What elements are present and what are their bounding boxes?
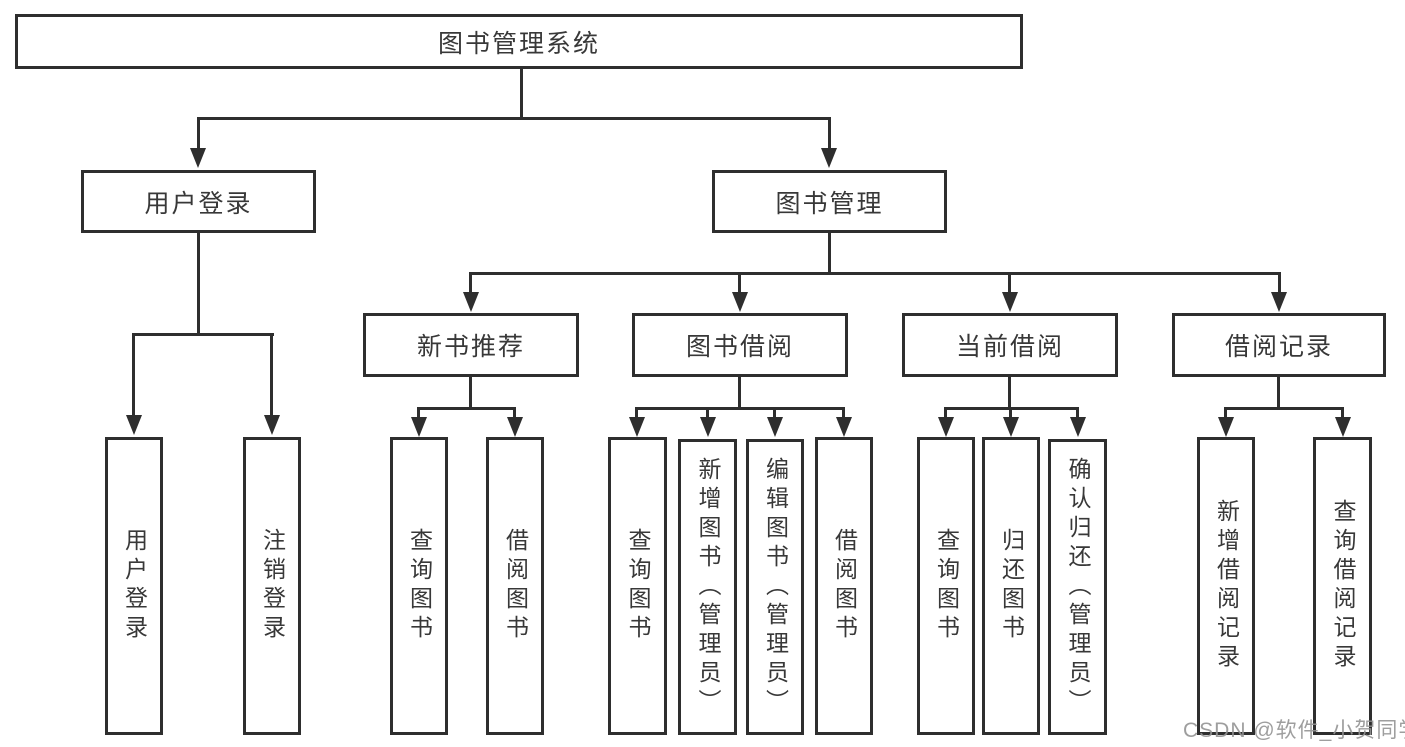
leaf-return-books: 归还图书 xyxy=(982,437,1040,735)
connector-level3-fan xyxy=(469,272,1281,275)
connector-stub xyxy=(1009,407,1012,421)
connector-book-borrow-stem xyxy=(738,377,741,410)
leaf-confirm-return-admin: 确认归还（管理员） xyxy=(1048,439,1107,735)
arrow-into-leaf-query-books-1 xyxy=(411,417,427,437)
arrow-into-leaf-confirm-return xyxy=(1070,417,1086,437)
leaf-borrow-books-recommend: 借阅图书 xyxy=(486,437,544,735)
node-book-management: 图书管理 xyxy=(712,170,947,233)
connector-current-borrow-stem xyxy=(1008,377,1011,410)
leaf-label: 查询借阅记录 xyxy=(1330,499,1356,673)
node-current-borrow: 当前借阅 xyxy=(902,313,1118,377)
arrow-into-book-borrow xyxy=(732,292,748,312)
connector-stub-new-book-recommend xyxy=(469,272,472,294)
leaf-label: 借阅图书 xyxy=(831,528,858,644)
node-new-book-recommend: 新书推荐 xyxy=(363,313,579,377)
connector-stub-book-borrow xyxy=(738,272,741,294)
leaf-query-books-current: 查询图书 xyxy=(917,437,975,735)
leaf-logout: 注销登录 xyxy=(243,437,301,735)
connector-new-book-recommend-stem xyxy=(469,377,472,410)
leaf-label: 用户登录 xyxy=(121,528,148,644)
leaf-query-borrow-record: 查询借阅记录 xyxy=(1313,437,1372,735)
arrow-into-book-management xyxy=(821,148,837,168)
node-label: 新书推荐 xyxy=(416,333,525,361)
leaf-borrow-books-borrow: 借阅图书 xyxy=(815,437,873,735)
node-book-borrow: 图书借阅 xyxy=(632,313,848,377)
connector-stub-leaf-user-login xyxy=(132,333,135,417)
connector-root-stem xyxy=(520,69,523,120)
node-library-management-system: 图书管理系统 xyxy=(15,14,1023,69)
connector-stub xyxy=(1076,407,1079,421)
node-label: 图书借阅 xyxy=(685,333,794,361)
arrow-into-user-login xyxy=(190,148,206,168)
arrow-into-leaf-query-books-3 xyxy=(938,417,954,437)
leaf-label: 确认归还（管理员） xyxy=(1065,456,1091,718)
connector-stub-book-management xyxy=(828,117,831,152)
arrow-into-leaf-borrow-books-2 xyxy=(836,417,852,437)
connector-book-management-stem xyxy=(828,233,831,275)
leaf-label: 编辑图书（管理员） xyxy=(762,456,789,718)
node-label: 用户登录 xyxy=(144,189,253,218)
leaf-label: 注销登录 xyxy=(259,528,286,644)
connector-stub xyxy=(706,407,709,421)
arrow-into-leaf-return-books xyxy=(1003,417,1019,437)
leaf-add-borrow-record: 新增借阅记录 xyxy=(1197,437,1255,735)
connector-borrow-records-stem xyxy=(1277,377,1280,410)
arrow-into-leaf-logout xyxy=(264,415,280,435)
arrow-into-current-borrow xyxy=(1002,292,1018,312)
leaf-label: 查询图书 xyxy=(625,528,651,644)
node-label: 图书管理系统 xyxy=(437,29,600,58)
connector-stub xyxy=(773,407,776,421)
arrow-into-leaf-add-borrow-record xyxy=(1218,417,1234,437)
connector-stub-current-borrow xyxy=(1008,272,1011,294)
leaf-user-login: 用户登录 xyxy=(105,437,163,735)
connector-stub xyxy=(944,407,947,421)
leaf-add-books-admin: 新增图书（管理员） xyxy=(678,439,737,735)
connector-stub xyxy=(635,407,638,421)
connector-stub xyxy=(842,407,845,421)
arrow-into-leaf-user-login xyxy=(126,415,142,435)
connector-stub-user-login xyxy=(197,117,200,152)
node-label: 借阅记录 xyxy=(1224,333,1333,361)
leaf-edit-books-admin: 编辑图书（管理员） xyxy=(746,439,804,735)
arrow-into-borrow-records xyxy=(1271,292,1287,312)
connector-level2-fan xyxy=(197,117,831,120)
csdn-watermark: CSDN @软件_小贺同学 xyxy=(1183,719,1405,742)
arrow-into-leaf-query-borrow-record xyxy=(1335,417,1351,437)
node-label: 图书管理 xyxy=(775,189,884,218)
leaf-label: 新增图书（管理员） xyxy=(695,456,721,718)
connector-stub xyxy=(417,407,420,421)
connector-stub-leaf-logout xyxy=(270,333,273,417)
node-borrow-records: 借阅记录 xyxy=(1172,313,1386,377)
connector-stub xyxy=(1341,407,1344,421)
arrow-into-leaf-borrow-books-1 xyxy=(507,417,523,437)
node-user-login: 用户登录 xyxy=(81,170,316,233)
connector-book-borrow-fan xyxy=(635,407,845,410)
connector-user-login-stem xyxy=(197,233,200,336)
leaf-label: 归还图书 xyxy=(998,528,1025,644)
leaf-label: 查询图书 xyxy=(933,528,960,644)
leaf-query-books-recommend: 查询图书 xyxy=(390,437,448,735)
connector-stub xyxy=(1224,407,1227,421)
leaf-label: 借阅图书 xyxy=(502,528,529,644)
arrow-into-new-book-recommend xyxy=(463,292,479,312)
connector-borrow-records-fan xyxy=(1224,407,1344,410)
arrow-into-leaf-query-books-2 xyxy=(629,417,645,437)
arrow-into-leaf-edit-books xyxy=(767,417,783,437)
leaf-query-books-borrow: 查询图书 xyxy=(608,437,667,735)
node-label: 当前借阅 xyxy=(955,333,1064,361)
connector-stub xyxy=(513,407,516,421)
leaf-label: 新增借阅记录 xyxy=(1213,499,1240,673)
arrow-into-leaf-add-books xyxy=(700,417,716,437)
connector-stub-borrow-records xyxy=(1278,272,1281,294)
leaf-label: 查询图书 xyxy=(406,528,433,644)
connector-new-book-recommend-fan xyxy=(417,407,516,410)
connector-user-login-fan xyxy=(132,333,274,336)
